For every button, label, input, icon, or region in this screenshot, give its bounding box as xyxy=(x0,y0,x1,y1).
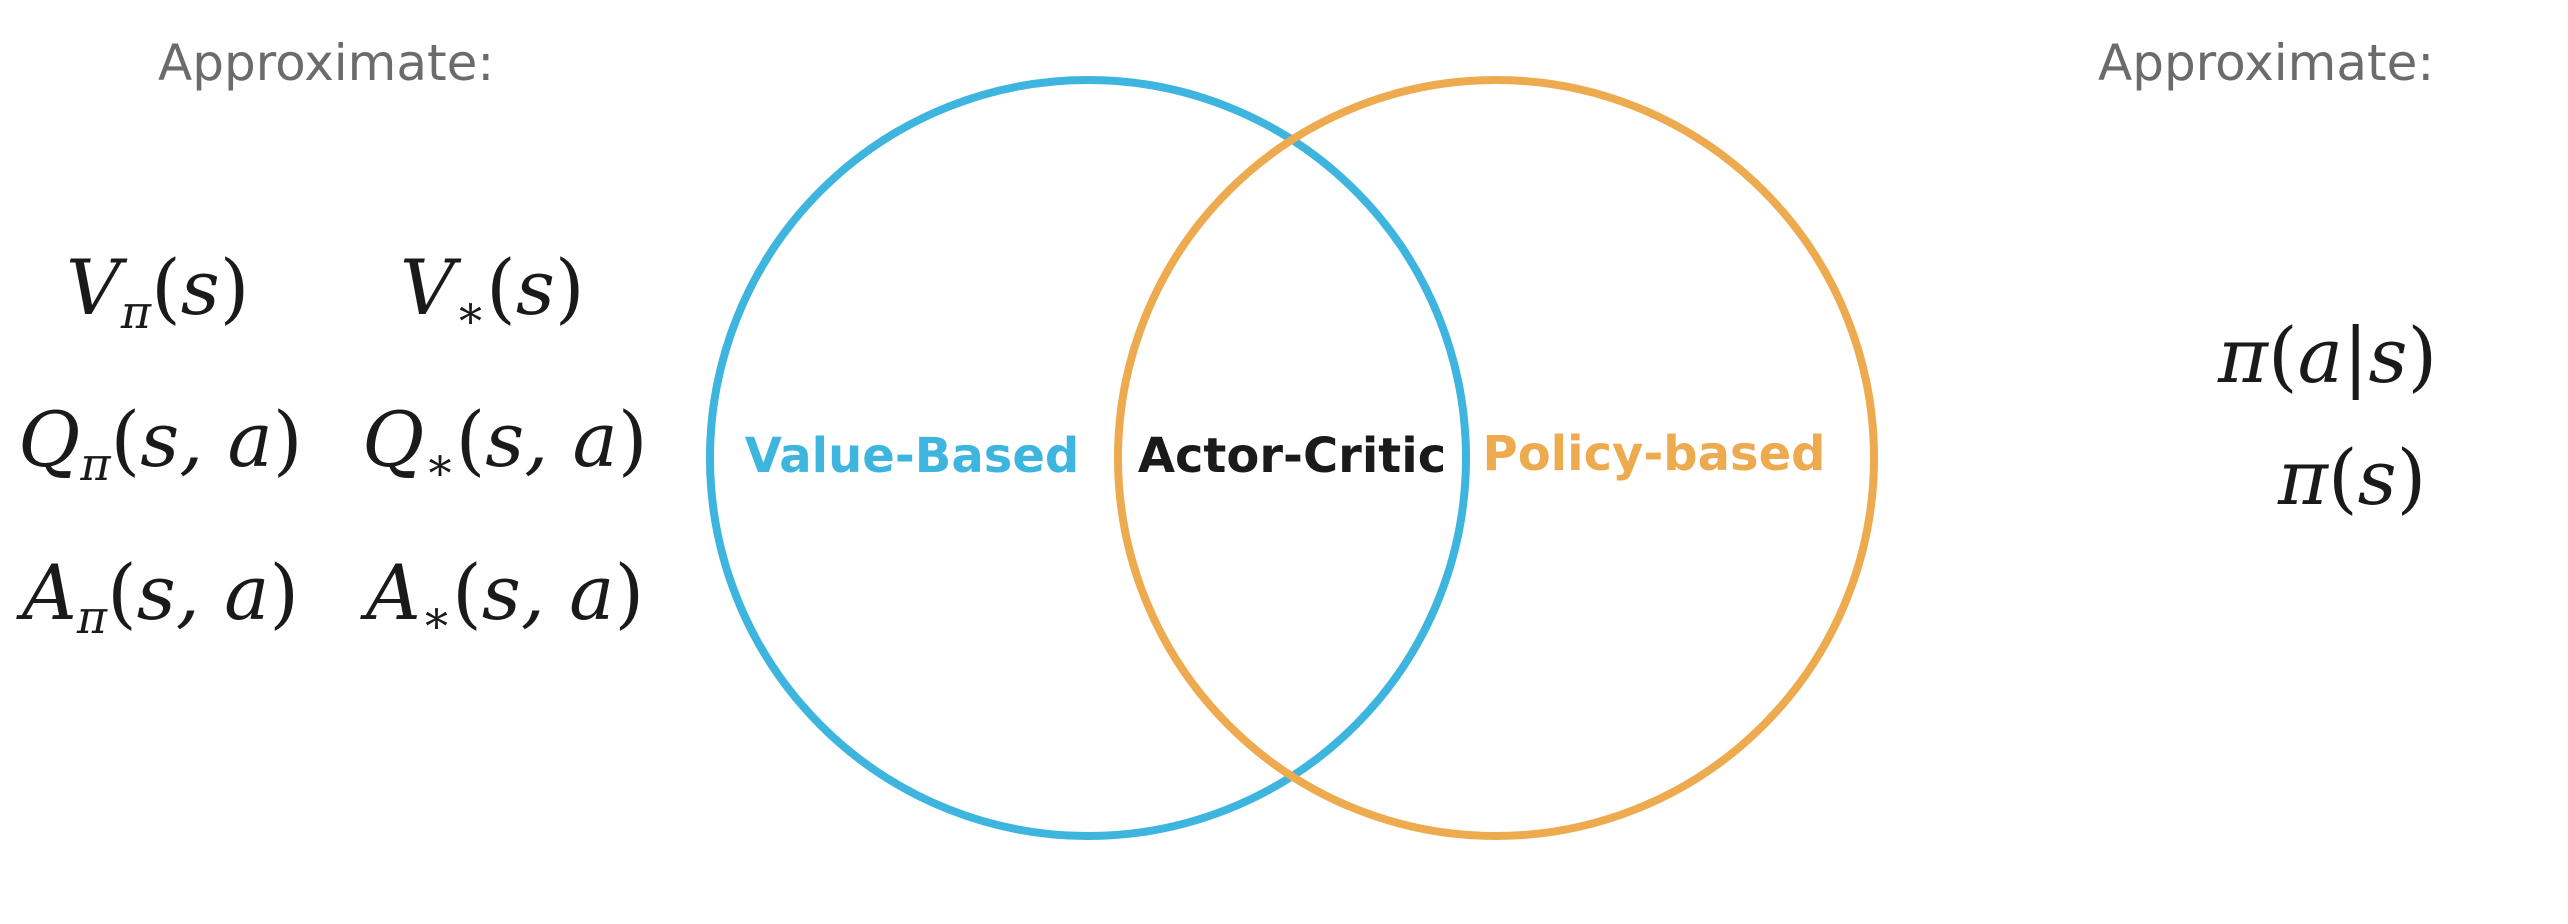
math-pi-s: π(s) xyxy=(2278,433,2427,522)
math-pi-a-given-s: π(a|s) xyxy=(2218,311,2438,400)
math-v-pi: Vπ(s) xyxy=(66,243,250,339)
actor-critic-label: Actor-Critic xyxy=(1138,428,1446,484)
value-based-label: Value-Based xyxy=(745,428,1079,484)
math-v-star: V∗(s) xyxy=(400,243,585,339)
policy-based-circle xyxy=(1114,76,1878,840)
math-a-star: A∗(s, a) xyxy=(366,548,645,644)
math-q-star: Q∗(s, a) xyxy=(362,395,648,491)
left-approximate-heading: Approximate: xyxy=(158,34,495,92)
math-q-pi: Qπ(s, a) xyxy=(18,395,303,491)
right-approximate-heading: Approximate: xyxy=(2098,34,2435,92)
math-a-pi: Aπ(s, a) xyxy=(22,548,300,644)
value-based-circle xyxy=(706,76,1470,840)
policy-based-label: Policy-based xyxy=(1483,426,1826,482)
